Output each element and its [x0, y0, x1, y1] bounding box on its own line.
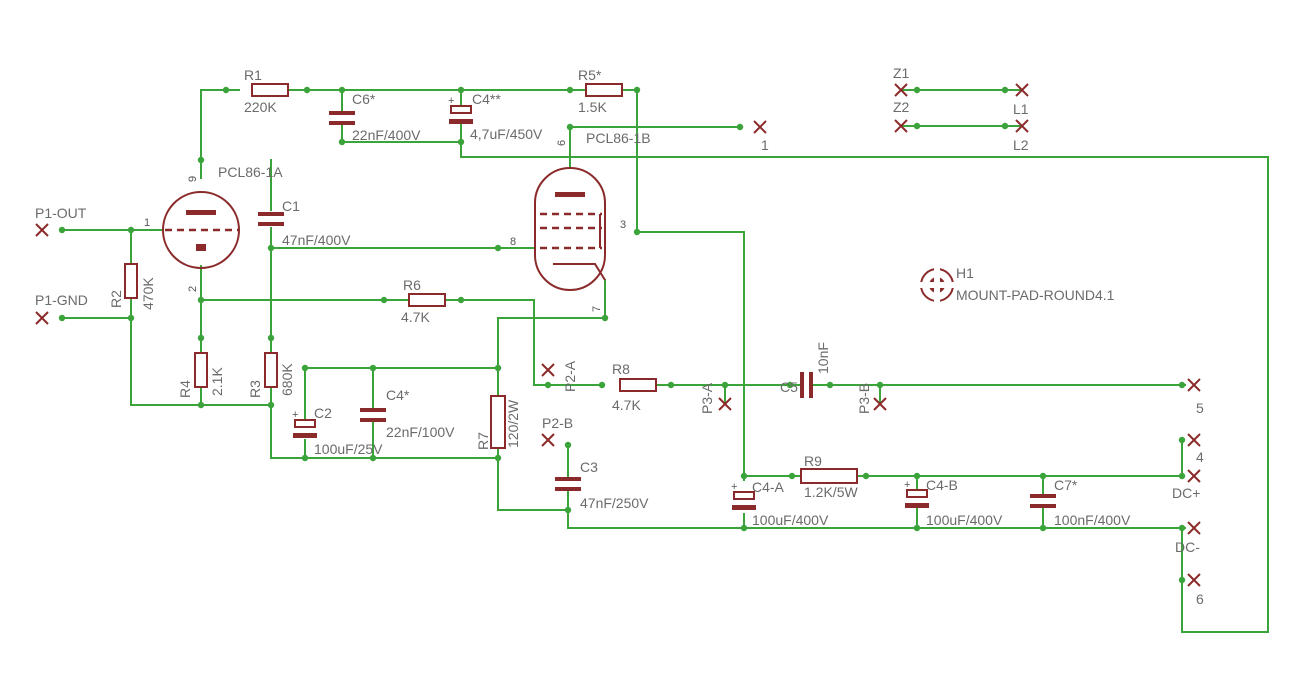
c5-name: C5 [780, 379, 798, 395]
c6-name: C6* [352, 91, 376, 107]
p3b-label: P3-B [856, 383, 872, 414]
r3-value: 680K [279, 363, 295, 396]
r1-name: R1 [244, 67, 262, 83]
r7-symbol [490, 395, 506, 449]
pin-numbers: 9 1 2 6 3 8 7 [144, 140, 626, 312]
p3a-label: P3-A [699, 382, 715, 414]
r5-value: 1.5K [578, 99, 607, 115]
connector-labels: P1-OUT P1-GND P2-B Z1 Z2 L1 L2 1 5 4 DC+… [35, 65, 1204, 607]
c1-symbol [258, 212, 284, 226]
r1-symbol [251, 83, 289, 97]
svg-text:+: + [904, 479, 910, 491]
r2-symbol [124, 263, 138, 299]
c6-value: 22nF/400V [352, 127, 421, 143]
c4s-symbol: + [448, 95, 473, 124]
junction-dots [58, 86, 1186, 584]
c4b-name: C4-B [926, 477, 958, 493]
r6-value: 4.7K [401, 309, 430, 325]
c6-symbol [329, 111, 355, 125]
c4a-name: C4-A [752, 479, 785, 495]
r6-symbol [408, 293, 446, 307]
r4-symbol [194, 352, 208, 388]
svg-text:+: + [292, 409, 298, 421]
c4a-value: 100uF/400V [752, 512, 829, 528]
c7-symbol [1030, 494, 1056, 508]
part-labels: R1 220K C6* 22nF/400V C4** 4,7uF/450V R5… [108, 67, 1131, 528]
p2a-label: P2-A [562, 360, 578, 392]
c4-value: 22nF/100V [386, 424, 455, 440]
c7-value: 100nF/400V [1054, 512, 1131, 528]
z1-label: Z1 [893, 65, 910, 81]
c5-symbol [800, 372, 813, 398]
c2-name: C2 [314, 405, 332, 421]
c3-name: C3 [580, 459, 598, 475]
p2b-label: P2-B [542, 415, 573, 431]
c3-value: 47nF/250V [580, 495, 649, 511]
dc-minus-label: DC- [1175, 539, 1200, 555]
c1-value: 47nF/400V [282, 232, 351, 248]
p1-gnd-label: P1-GND [35, 292, 88, 308]
c4s-value: 4,7uF/450V [470, 126, 543, 142]
pcl86-1a-name: PCL86-1A [218, 164, 283, 180]
z2-label: Z2 [893, 99, 910, 115]
c1-name: C1 [282, 198, 300, 214]
r5-name: R5* [578, 67, 602, 83]
wire-net [61, 89, 1269, 633]
c4b-value: 100uF/400V [926, 512, 1003, 528]
pin-b8: 8 [510, 236, 516, 248]
c5-value: 10nF [815, 342, 831, 374]
r8-symbol [619, 378, 657, 392]
connector-crosses [35, 83, 1201, 587]
c4b-symbol: + [904, 479, 929, 508]
r4-name: R4 [177, 380, 193, 398]
terminal-6-label: 6 [1196, 591, 1204, 607]
pin-a1: 1 [144, 217, 150, 229]
pcl86-1a-tube [162, 191, 240, 269]
r1-value: 220K [244, 99, 277, 115]
r2-name: R2 [108, 290, 124, 308]
mount-pad-symbol [918, 266, 956, 304]
c3-symbol [555, 477, 581, 491]
l1-label: L1 [1013, 101, 1029, 117]
c2-symbol: + [292, 409, 317, 438]
svg-text:+: + [731, 481, 737, 493]
terminal-4-label: 4 [1196, 449, 1204, 465]
c4-symbol [360, 408, 386, 422]
r7-value: 120/2W [505, 399, 521, 448]
terminal-5-label: 5 [1196, 400, 1204, 416]
dc-plus-label: DC+ [1172, 485, 1200, 501]
c4s-name: C4** [472, 91, 501, 107]
r3-name: R3 [247, 380, 263, 398]
r4-value: 2.1K [209, 367, 225, 396]
c4-name: C4* [386, 387, 410, 403]
pin-b3: 3 [620, 219, 626, 231]
pin-b6: 6 [556, 140, 568, 146]
r9-name: R9 [804, 453, 822, 469]
l2-label: L2 [1013, 137, 1029, 153]
terminal-1-label: 1 [761, 137, 769, 153]
h1-value: MOUNT-PAD-ROUND4.1 [956, 287, 1115, 303]
pin-a2: 2 [187, 286, 199, 292]
r8-value: 4.7K [612, 397, 641, 413]
r5-symbol [585, 83, 623, 97]
r7-name: R7 [475, 432, 491, 450]
pin-b7: 7 [591, 306, 603, 312]
svg-text:+: + [448, 95, 454, 107]
h1-name: H1 [956, 265, 974, 281]
pcl86-1b-tube [534, 167, 606, 291]
c2-value: 100uF/25V [314, 441, 383, 457]
r8-name: R8 [612, 361, 630, 377]
r2-value: 470K [140, 277, 156, 310]
pcl86-1b-name: PCL86-1B [586, 130, 651, 146]
p1-out-label: P1-OUT [35, 205, 87, 221]
r9-symbol [800, 468, 858, 484]
r9-value: 1.2K/5W [804, 484, 858, 500]
r6-name: R6 [403, 277, 421, 293]
c4a-symbol: + [731, 481, 756, 510]
c7-name: C7* [1054, 477, 1078, 493]
r3-symbol [264, 352, 278, 388]
pin-a9: 9 [187, 176, 199, 182]
